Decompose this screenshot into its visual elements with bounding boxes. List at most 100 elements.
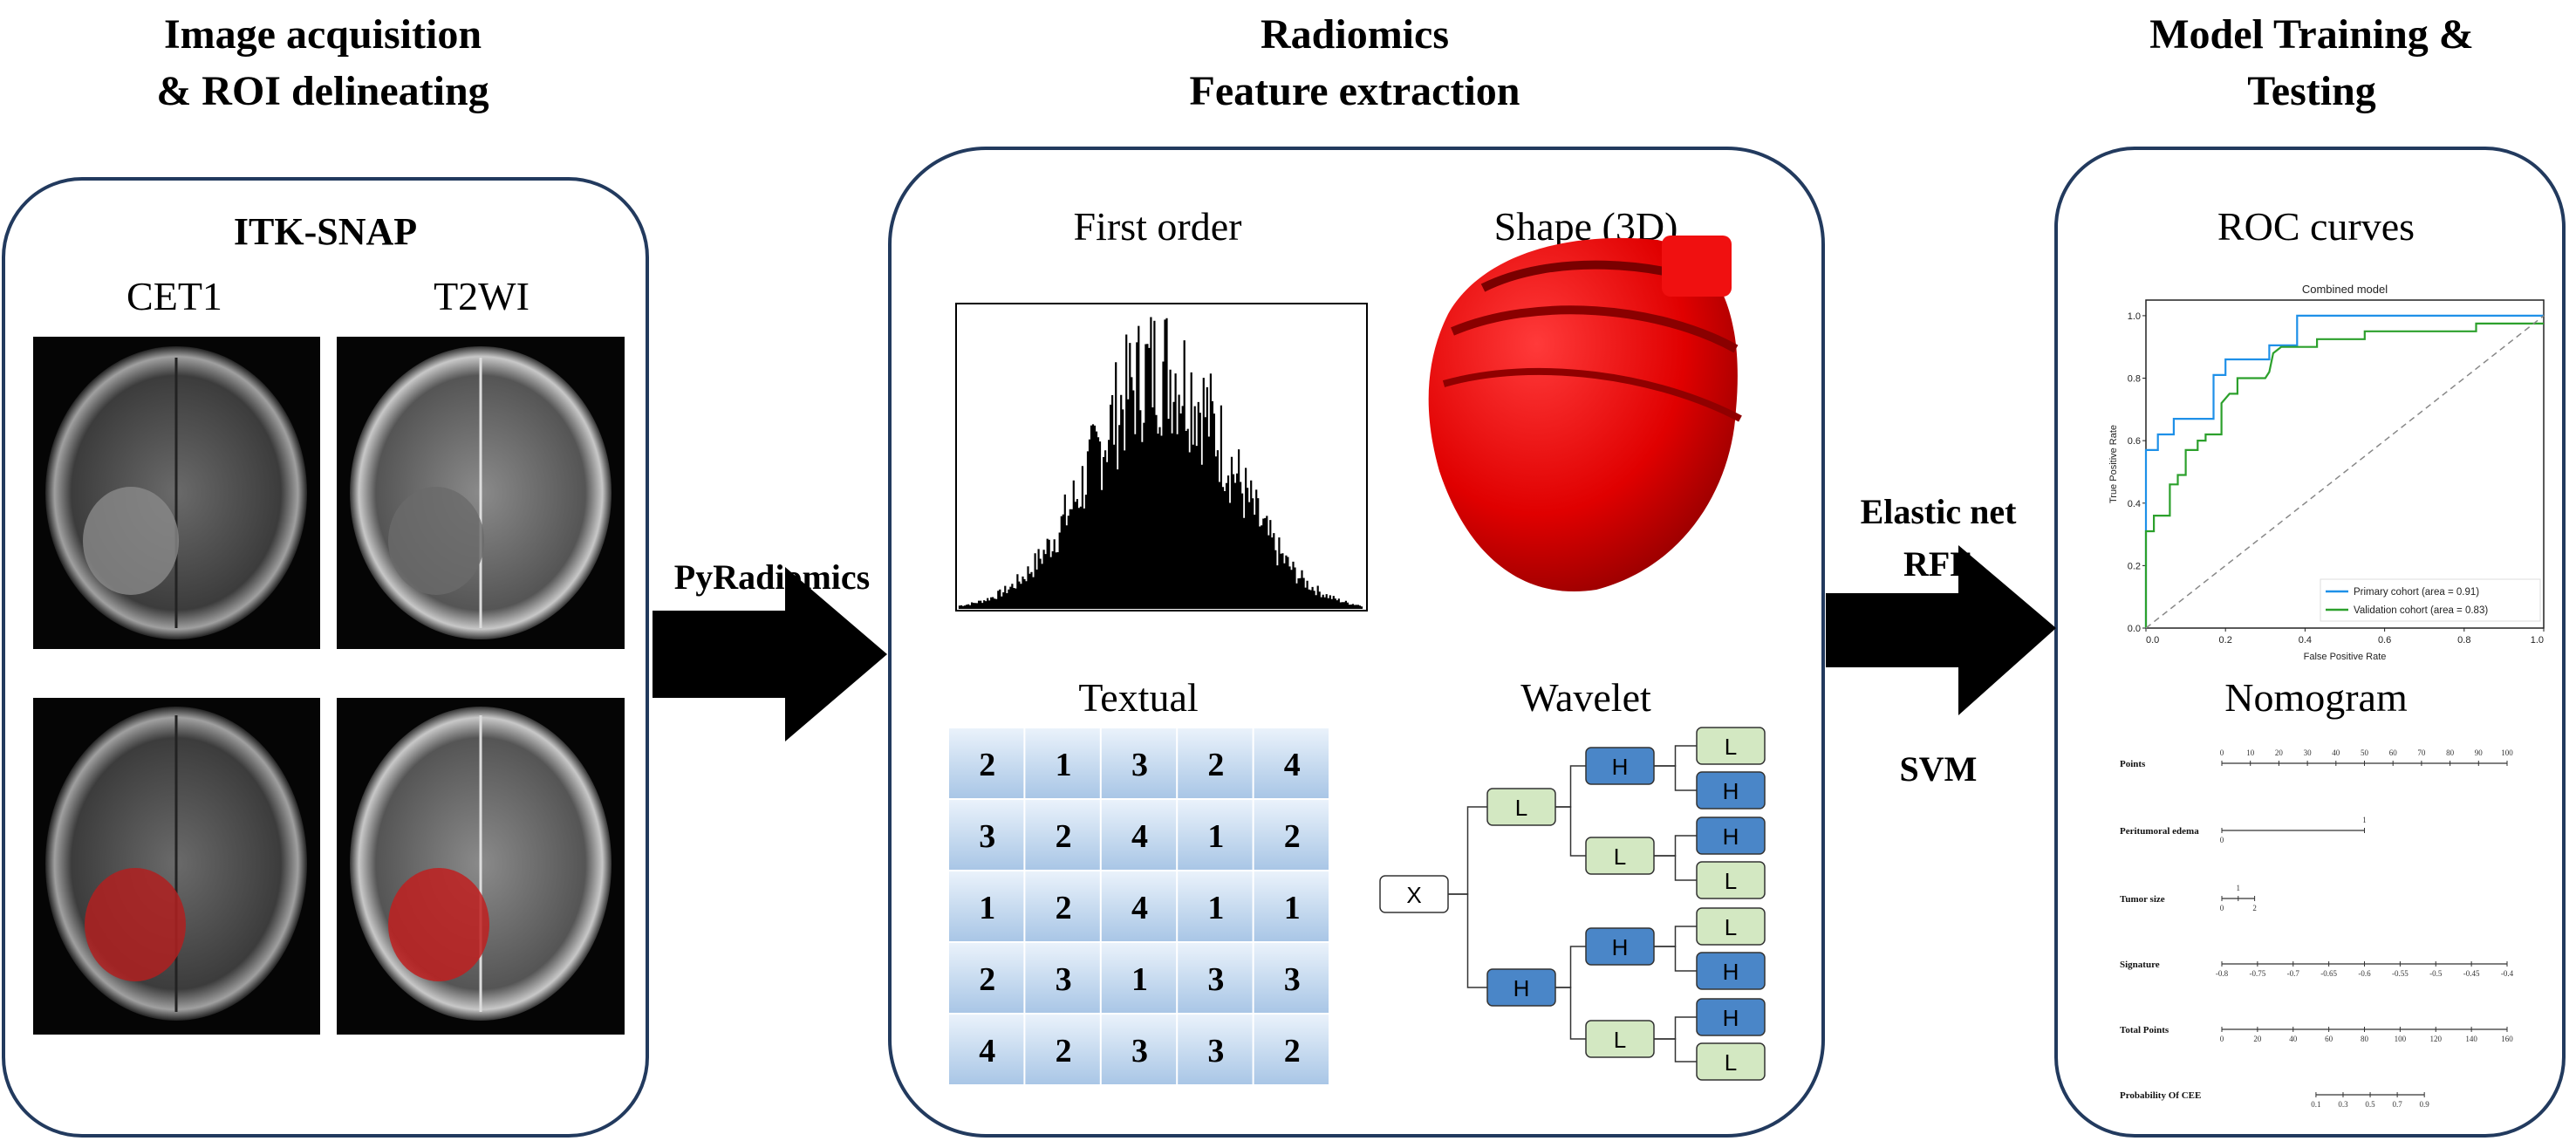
wavelet-edge xyxy=(1555,946,1586,988)
matrix-cell-value: 1 xyxy=(979,890,995,926)
nomogram-row-label: Peritumoral edema xyxy=(2120,826,2199,837)
first-order-label: First order xyxy=(1074,204,1242,249)
wavelet-node-label: H xyxy=(1723,823,1739,850)
rfe-label: RFE xyxy=(1903,544,1973,584)
nomogram-tick-label: 140 xyxy=(2465,1035,2477,1043)
model-arrow-icon xyxy=(1826,545,2056,715)
wavelet-node-H xyxy=(1696,771,1766,810)
roc-legend xyxy=(2320,578,2541,622)
nomogram-tick-label: 0.5 xyxy=(2365,1100,2375,1109)
acquisition-panel xyxy=(2,177,649,1138)
nomogram-tick-label: -0.45 xyxy=(2463,969,2480,978)
nomogram-tick-label: 1 xyxy=(2237,884,2241,892)
nomogram-tick-label: 60 xyxy=(2325,1035,2333,1043)
matrix-cell-value: 2 xyxy=(979,747,995,783)
nomogram-tick-label: 80 xyxy=(2361,1035,2369,1043)
matrix-cell-value: 1 xyxy=(1131,961,1148,998)
cet1-label: CET1 xyxy=(126,274,222,318)
nomogram-tick-label: -0.4 xyxy=(2501,969,2514,978)
x-tick-label: 0.0 xyxy=(2146,635,2159,646)
nomogram-tick-label: 80 xyxy=(2446,748,2455,757)
matrix-cell-value: 2 xyxy=(1056,1033,1072,1069)
matrix-cell xyxy=(1025,800,1100,870)
matrix-cell-value: 1 xyxy=(1284,890,1301,926)
matrix-cell xyxy=(1254,943,1329,1013)
matrix-cell xyxy=(1025,871,1100,941)
textual-label: Textual xyxy=(1078,675,1198,720)
matrix-cell-value: 4 xyxy=(1284,747,1301,783)
wavelet-edge xyxy=(1555,765,1586,808)
wavelet-edge xyxy=(1654,946,1697,972)
wavelet-node-label: L xyxy=(1515,795,1527,821)
extraction-arrow-icon xyxy=(653,567,887,741)
wavelet-node-L xyxy=(1585,1020,1655,1058)
wavelet-node-label: X xyxy=(1406,882,1421,908)
pyradiomics-label: PyRadiomics xyxy=(674,557,870,597)
wavelet-node-label: H xyxy=(1612,934,1629,960)
nomogram-row-label: Probability Of CEE xyxy=(2120,1090,2201,1101)
matrix-cell xyxy=(1101,871,1177,941)
wavelet-node-label: L xyxy=(1725,914,1737,940)
roc-curves-label: ROC curves xyxy=(2217,204,2415,249)
wavelet-node-label: L xyxy=(1725,734,1737,760)
t2wi-label: T2WI xyxy=(434,274,530,318)
wavelet-edge xyxy=(1654,1016,1697,1040)
nomogram-row-label: Signature xyxy=(2120,960,2160,970)
roc-title: Combined model xyxy=(2302,283,2388,296)
legend-entry: Primary cohort (area = 0.91) xyxy=(2354,587,2479,598)
roc-plot-area xyxy=(2145,299,2545,629)
wavelet-edge xyxy=(1555,987,1586,1040)
y-axis-label: True Positive Rate xyxy=(2108,425,2119,503)
matrix-cell-value: 2 xyxy=(979,961,995,998)
matrix-cell-value: 3 xyxy=(1207,961,1224,998)
matrix-cell xyxy=(1025,1015,1100,1084)
matrix-cell xyxy=(1025,943,1100,1013)
radiomics-panel xyxy=(888,147,1825,1138)
nomogram-tick-label: 0.7 xyxy=(2392,1100,2402,1109)
matrix-cell xyxy=(1254,800,1329,870)
histogram-bars xyxy=(958,317,1363,609)
acquisition-title-line1: Image acquisition xyxy=(164,11,482,58)
model-panel xyxy=(2054,147,2566,1138)
nomogram-tick-label: 0.3 xyxy=(2338,1100,2348,1109)
nomogram-tick-label: -0.65 xyxy=(2320,969,2337,978)
nomogram-tick-label: 40 xyxy=(2289,1035,2298,1043)
nomogram-tick-label: 20 xyxy=(2253,1035,2262,1043)
nomogram-row-label: Tumor size xyxy=(2120,894,2165,905)
wavelet-node-label: L xyxy=(1725,868,1737,894)
nomogram-tick-label: 0 xyxy=(2220,1035,2224,1043)
model-title-line2: Testing xyxy=(2247,68,2376,114)
nomogram-tick-label: 40 xyxy=(2332,748,2340,757)
wavelet-edge xyxy=(1654,745,1697,767)
nomogram-tick-label: 70 xyxy=(2417,748,2426,757)
wavelet-edge xyxy=(1448,893,1487,988)
matrix-cell xyxy=(949,943,1024,1013)
matrix-cell-value: 1 xyxy=(1207,890,1224,926)
x-tick-label: 0.2 xyxy=(2219,635,2232,646)
matrix-cell xyxy=(1101,728,1177,798)
matrix-cell-value: 3 xyxy=(1131,1033,1148,1069)
matrix-cell-value: 3 xyxy=(1284,961,1301,998)
mri-cet1-image xyxy=(33,337,320,649)
nomogram-tick-label: 0.9 xyxy=(2420,1100,2430,1109)
nomogram-tick-label: -0.5 xyxy=(2429,969,2443,978)
mri-t2wi-roi-image xyxy=(337,698,625,1035)
matrix-cell xyxy=(949,800,1024,870)
wavelet-node-H xyxy=(1585,747,1655,785)
nomogram-tick-label: 90 xyxy=(2475,748,2484,757)
wavelet-edge xyxy=(1654,765,1697,791)
wavelet-node-label: H xyxy=(1723,1005,1739,1031)
wavelet-node-L xyxy=(1696,907,1766,946)
wavelet-node-label: L xyxy=(1725,1049,1737,1076)
wavelet-edge xyxy=(1654,926,1697,947)
wavelet-node-L xyxy=(1486,788,1556,826)
nomogram-tick-label: 100 xyxy=(2501,748,2513,757)
matrix-cell-value: 3 xyxy=(1056,961,1072,998)
x-axis-label: False Positive Rate xyxy=(2304,652,2387,662)
x-tick-label: 0.4 xyxy=(2299,635,2312,646)
wavelet-node-H xyxy=(1585,927,1655,966)
legend-entry: Validation cohort (area = 0.83) xyxy=(2354,605,2488,616)
wavelet-node-H xyxy=(1696,816,1766,855)
